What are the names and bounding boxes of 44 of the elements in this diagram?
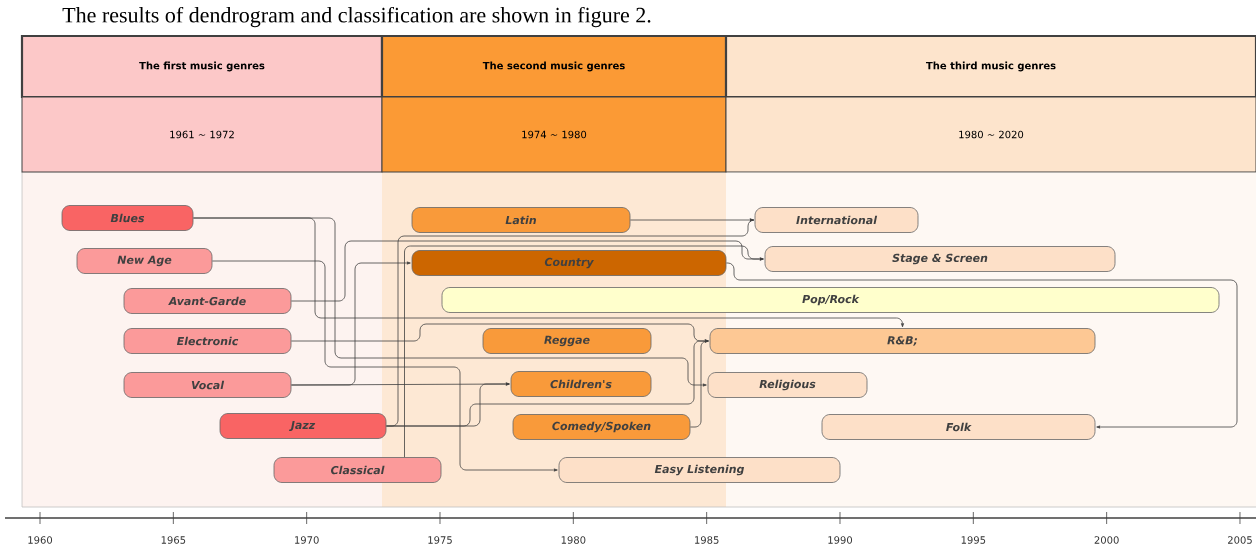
caption-text: The results of dendrogram and classification are shown in figure 2. <box>62 6 651 28</box>
tick-label: 1965 <box>161 536 186 544</box>
tick-label: 1970 <box>295 536 319 544</box>
genre-box: Comedy/Spoken <box>512 414 691 440</box>
arrow <box>212 260 558 472</box>
genre-box: Blues <box>61 205 194 231</box>
genre-box: New Age <box>76 248 213 274</box>
tick-label: 1980 <box>561 536 586 544</box>
tick-label: 1975 <box>428 536 452 544</box>
arrow <box>193 217 707 387</box>
arrow <box>630 218 754 222</box>
arrow <box>690 339 709 428</box>
date-range-cell: 1961 ~ 1972 <box>21 96 383 173</box>
tick-label: 1995 <box>961 536 986 544</box>
genre-box: Avant-Garde <box>123 288 292 314</box>
date-range-cell: 1980 ~ 2020 <box>725 96 1256 173</box>
genre-box: Jazz <box>219 413 387 439</box>
genre-box: Pop/Rock <box>441 287 1220 313</box>
tick-label: 1985 <box>695 536 719 544</box>
genre-box: Stage & Screen <box>764 246 1116 272</box>
period-header: The first music genres <box>20 34 384 99</box>
period-header: The second music genres <box>380 34 728 99</box>
tick-label: 1960 <box>28 536 53 544</box>
genre-box: Latin <box>411 207 631 233</box>
genre-box: Classical <box>273 457 442 483</box>
genre-box: Children's <box>510 371 652 397</box>
tick-label: 2000 <box>1094 536 1119 544</box>
tick-label: 2005 <box>1228 536 1252 544</box>
genre-box: R&B; <box>709 328 1096 354</box>
genre-box: Religious <box>707 372 868 398</box>
arrow <box>404 245 764 458</box>
genre-box: Easy Listening <box>558 457 841 483</box>
period-header: The third music genres <box>724 34 1256 99</box>
tick-label: 1990 <box>828 536 853 544</box>
node-label: 1980 ~ 2020 <box>959 130 1024 139</box>
genre-box: Electronic <box>123 328 292 354</box>
genre-box: Reggae <box>482 328 652 354</box>
genre-box: Vocal <box>123 372 292 398</box>
arrow <box>726 262 1238 429</box>
genre-box: Country <box>411 250 727 276</box>
date-range-cell: 1974 ~ 1980 <box>381 96 727 173</box>
node-label: The third music genres <box>925 61 1056 72</box>
genre-box: Folk <box>821 414 1096 440</box>
genre-box: International <box>754 207 919 233</box>
